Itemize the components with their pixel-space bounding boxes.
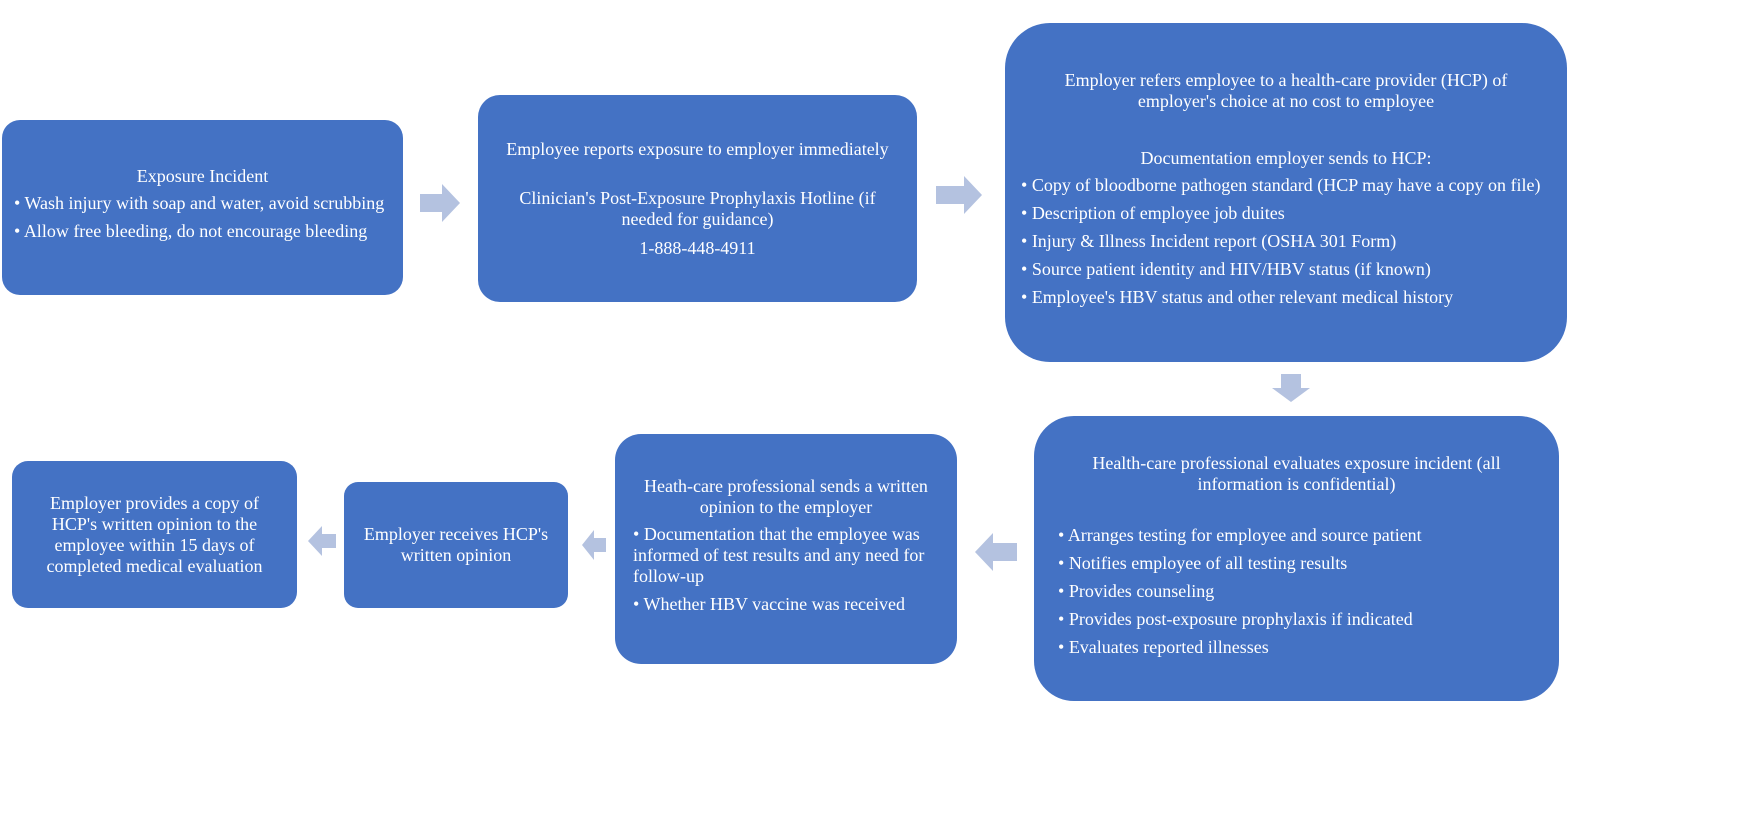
hotline-text: Clinician's Post-Exposure Prophylaxis Ho… (519, 187, 876, 229)
bullet: Evaluates reported illnesses (1058, 637, 1535, 658)
bullet: Provides post-exposure prophylaxis if in… (1058, 609, 1535, 630)
bullet: Provides counseling (1058, 581, 1535, 602)
bullet: Employee's HBV status and other relevant… (1021, 287, 1551, 308)
bullet: Injury & Illness Incident report (OSHA 3… (1021, 231, 1551, 252)
arrow-left-icon (975, 533, 1017, 571)
bullet: Wash injury with soap and water, avoid s… (14, 193, 391, 214)
bullet: Notifies employee of all testing results (1058, 553, 1535, 574)
step-exposure-incident: Exposure Incident Wash injury with soap … (2, 120, 403, 295)
arrow-left-icon (582, 530, 606, 560)
arrow-right-icon (420, 184, 460, 222)
bullet: Source patient identity and HIV/HBV stat… (1021, 259, 1551, 280)
step-employer-provides-copy: Employer provides a copy of HCP's writte… (12, 461, 297, 608)
bullet: Description of employee job duites (1021, 203, 1551, 224)
step-employer-refers: Employer refers employee to a health-car… (1005, 23, 1567, 362)
arrow-down-icon (1272, 374, 1310, 402)
bullet: Whether HBV vaccine was received (633, 594, 939, 615)
step-title: Employer refers employee to a health-car… (1064, 70, 1508, 111)
step-title: Employer receives HCP's written opinion (363, 524, 549, 565)
step-title: Health-care professional evaluates expos… (1092, 452, 1501, 494)
bullet: Arranges testing for employee and source… (1058, 525, 1535, 546)
arrow-right-icon (936, 176, 982, 214)
step-title: Employer provides a copy of HCP's writte… (46, 492, 263, 576)
step-hcp-written-opinion: Heath-care professional sends a written … (615, 434, 957, 664)
step-title: Heath-care professional sends a written … (644, 476, 928, 517)
bullet: Allow free bleeding, do not encourage bl… (14, 221, 391, 242)
step-title: Exposure Incident (136, 166, 269, 186)
arrow-left-icon (308, 526, 336, 556)
hotline-phone: 1-888-448-4911 (639, 237, 756, 258)
step-employer-receives: Employer receives HCP's written opinion (344, 482, 568, 608)
step-hcp-evaluates: Health-care professional evaluates expos… (1034, 416, 1559, 701)
bullet: Copy of bloodborne pathogen standard (HC… (1021, 175, 1551, 196)
step-title: Employee reports exposure to employer im… (506, 138, 889, 159)
step-subtitle: Documentation employer sends to HCP: (1140, 148, 1432, 168)
bullet: Documentation that the employee was info… (633, 524, 939, 587)
step-employee-reports: Employee reports exposure to employer im… (478, 95, 917, 302)
